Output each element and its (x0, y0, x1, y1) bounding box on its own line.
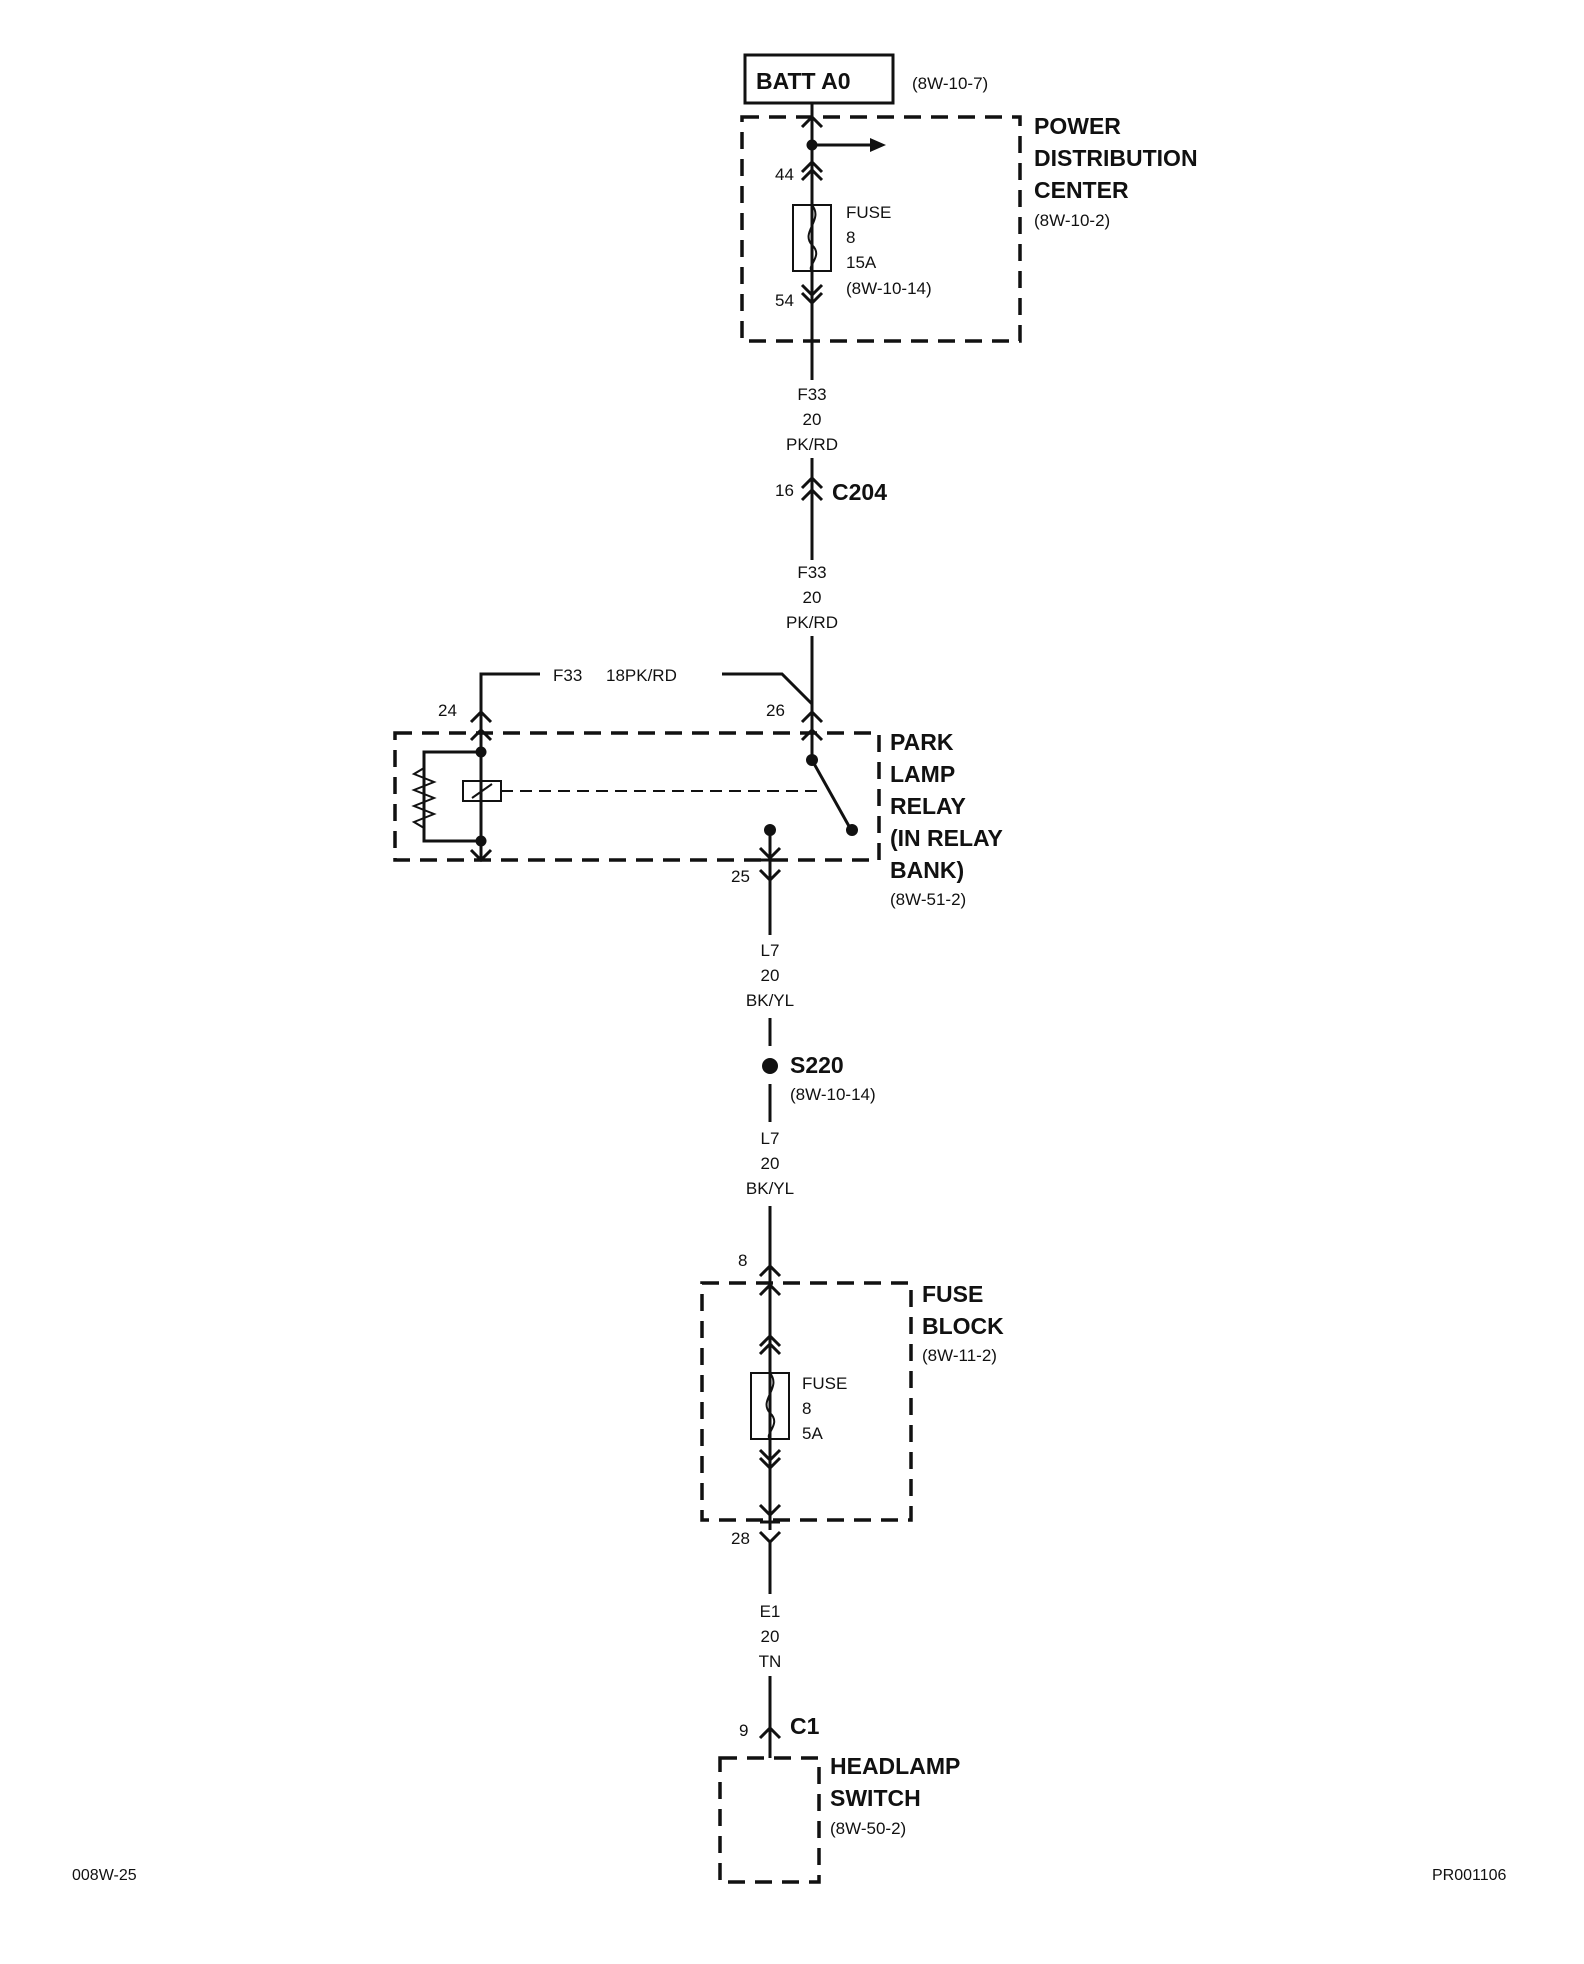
wire-f33-lower-color: PK/RD (786, 613, 838, 632)
battery-box (743, 53, 895, 105)
jumper-wire-right (722, 672, 814, 706)
fuse-block-fuse-rating: 5A (802, 1424, 823, 1443)
pdc-fuse-ref: (8W-10-14) (846, 279, 932, 298)
jumper-code: F33 (553, 666, 582, 685)
wire-l7-upper-gauge: 20 (761, 966, 780, 985)
fuse-block-pin-out: 28 (731, 1529, 750, 1548)
wire-l7-upper-color: BK/YL (746, 991, 794, 1010)
battery-ref: (8W-10-7) (912, 74, 988, 93)
wire-l7-lower-color: BK/YL (746, 1179, 794, 1198)
splice-ref: (8W-10-14) (790, 1085, 876, 1104)
wire-l7-upper-code: L7 (761, 941, 780, 960)
pdc-top-connector (800, 114, 824, 129)
c204-pin: 16 (775, 481, 794, 500)
pdc-outline (740, 115, 1022, 343)
c1-pin: 9 (739, 1721, 748, 1740)
pdc-name-line-1: POWER (1034, 113, 1121, 139)
wire-f33-lower-gauge: 20 (803, 588, 822, 607)
fuse-block-pin28-connector (758, 1530, 782, 1545)
pdc-branch-arrow (870, 138, 886, 152)
fuse-block-pin8-connector (758, 1263, 782, 1278)
wire-f33-upper-gauge: 20 (803, 410, 822, 429)
relay-name-line-4: (IN RELAY (890, 825, 1003, 851)
relay-ref: (8W-51-2) (890, 890, 966, 909)
pdc-name-line-3: CENTER (1034, 177, 1129, 203)
fuse-block-fuse-label: FUSE (802, 1374, 847, 1393)
fuse-block-name-line-1: FUSE (922, 1281, 983, 1307)
jumper-wire-left (479, 672, 540, 720)
c204-connector (800, 487, 824, 502)
footer-left-code: 008W-25 (72, 1867, 137, 1884)
wire-e1-color: TN (759, 1652, 782, 1671)
pdc-fuse-number: 8 (846, 228, 855, 247)
c1-name: C1 (790, 1713, 820, 1739)
relay-name-line-1: PARK (890, 729, 954, 755)
fuse-block-fuse-number: 8 (802, 1399, 811, 1418)
wire-l7-lower-code: L7 (761, 1129, 780, 1148)
fuse-block-outline (700, 1281, 913, 1522)
relay-name-line-5: BANK) (890, 857, 964, 883)
wire-f33-lower-code: F33 (797, 563, 826, 582)
wire-l7-lower-gauge: 20 (761, 1154, 780, 1173)
relay-pin-com: 26 (766, 701, 785, 720)
headlamp-switch-name-line-1: HEADLAMP (830, 1753, 960, 1779)
pdc-ref: (8W-10-2) (1034, 211, 1110, 230)
relay-outline (393, 731, 881, 862)
relay-name-line-2: LAMP (890, 761, 955, 787)
pdc-fuse-label: FUSE (846, 203, 891, 222)
jumper-gauge-color: 18PK/RD (606, 666, 677, 685)
pdc-pin-in: 44 (775, 165, 794, 184)
splice-name: S220 (790, 1052, 844, 1078)
relay-pin26-connector (800, 709, 824, 724)
battery-label: BATT A0 (756, 68, 851, 94)
fuse-block-pin-in: 8 (738, 1251, 747, 1270)
c204-name: C204 (832, 479, 887, 505)
relay-name-line-3: RELAY (890, 793, 966, 819)
relay-pin24-connector (469, 709, 493, 724)
headlamp-switch-ref: (8W-50-2) (830, 1819, 906, 1838)
wire-e1-code: E1 (760, 1602, 781, 1621)
c1-connector (758, 1725, 782, 1740)
pdc-pin44-connector (800, 167, 824, 182)
splice-s220 (762, 1058, 778, 1074)
pdc-name-line-2: DISTRIBUTION (1034, 145, 1198, 171)
wire-f33-upper-color: PK/RD (786, 435, 838, 454)
pdc-fuse-element (807, 204, 818, 272)
fuse-block-name-line-2: BLOCK (922, 1313, 1004, 1339)
fuse-block-fuse-element (765, 1372, 776, 1440)
relay-resistor (411, 760, 437, 834)
fuse-block-ref: (8W-11-2) (922, 1346, 997, 1365)
relay-pin-out: 25 (731, 867, 750, 886)
relay-switch-arm (810, 759, 852, 829)
footer-right-code: PR001106 (1432, 1867, 1507, 1884)
relay-no-contact (846, 824, 858, 836)
headlamp-switch-outline (718, 1756, 821, 1884)
pdc-fuse-rating: 15A (846, 253, 877, 272)
relay-pin-coil: 24 (438, 701, 457, 720)
pdc-pin-out: 54 (775, 291, 794, 310)
headlamp-switch-name-line-2: SWITCH (830, 1785, 921, 1811)
wire-f33-upper-code: F33 (797, 385, 826, 404)
wire-e1-gauge: 20 (761, 1627, 780, 1646)
